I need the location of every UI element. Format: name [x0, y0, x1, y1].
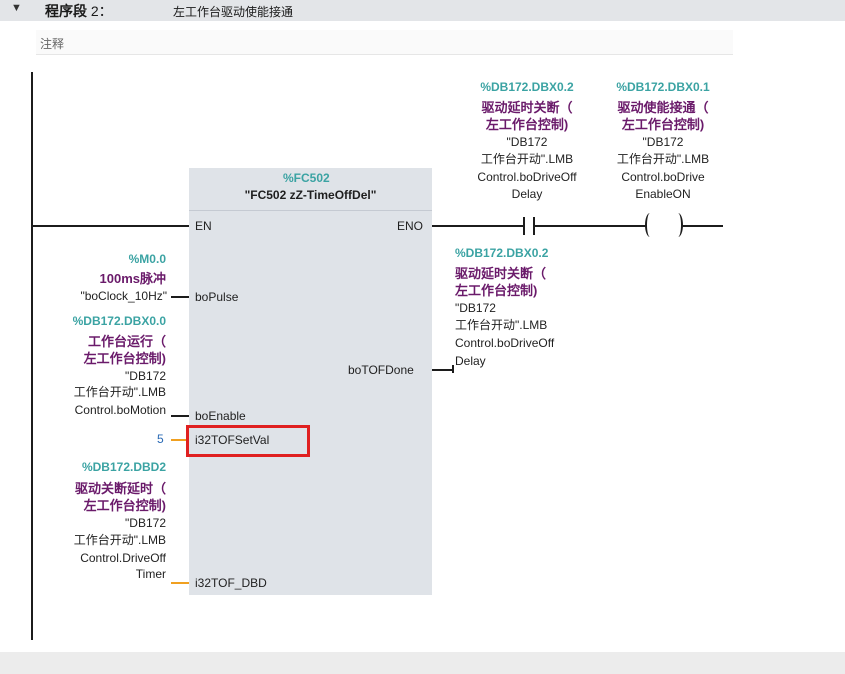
en-wire — [31, 225, 189, 227]
collapse-arrow-icon[interactable]: ▼ — [11, 2, 22, 14]
pin-i32tofsetval: i32TOFSetVal — [195, 433, 270, 447]
pin-bopulse: boPulse — [195, 290, 239, 304]
enable-symbol-3[interactable]: Control.boMotion — [74, 403, 166, 417]
coil-comment-2: 左工作台控制) — [621, 117, 705, 132]
coil-symbol-2[interactable]: 工作台开动".LMB — [616, 152, 710, 166]
enable-comment-2: 左工作台控制) — [83, 351, 166, 366]
done-symbol-2[interactable]: 工作台开动".LMB — [455, 318, 548, 332]
contact-comment-2: 左工作台控制) — [485, 117, 569, 132]
network-title: 程序段 2： — [45, 1, 113, 21]
coil-symbol-3[interactable]: Control.boDrive — [621, 170, 705, 184]
done-symbol-1[interactable]: "DB172 — [455, 301, 496, 315]
setval-constant[interactable]: 5 — [157, 432, 164, 446]
boenable-wire — [171, 415, 189, 417]
pin-i32tof-dbd: i32TOF_DBD — [195, 576, 267, 590]
pulse-comment: 100ms脉冲 — [99, 271, 166, 286]
done-comment-1: 驱动延时关断（ — [455, 266, 547, 281]
contact-coil-wire — [535, 225, 647, 227]
coil-comment-1: 驱动使能接通（ — [617, 100, 709, 115]
setval-wire — [171, 439, 189, 441]
pulse-symbol[interactable]: "boClock_10Hz" — [80, 289, 167, 303]
enable-comment-1: 工作台运行（ — [87, 334, 166, 349]
botofdone-wire — [432, 369, 454, 371]
coil-symbol-1[interactable]: "DB172 — [642, 135, 684, 149]
function-block[interactable] — [189, 168, 432, 595]
dbd-symbol-2[interactable]: 工作台开动".LMB — [73, 533, 166, 547]
dbd-symbol-3[interactable]: Control.DriveOff — [80, 551, 166, 565]
network-number: 2： — [90, 3, 113, 19]
enable-symbol-1[interactable]: "DB172 — [125, 369, 166, 383]
network-label: 程序段 — [45, 3, 87, 19]
coil-address[interactable]: %DB172.DBX0.1 — [616, 80, 710, 94]
pulse-address[interactable]: %M0.0 — [128, 252, 166, 266]
contact-symbol-1[interactable]: "DB172 — [506, 135, 548, 149]
done-address[interactable]: %DB172.DBX0.2 — [455, 246, 549, 260]
contact-symbol-4[interactable]: Delay — [511, 187, 543, 201]
network-header[interactable] — [0, 0, 845, 21]
dbd-comment-1: 驱动关断延时（ — [74, 481, 166, 496]
comment-field[interactable] — [36, 30, 733, 55]
dbd-wire — [171, 582, 189, 584]
eno-wire — [432, 225, 524, 227]
dbd-symbol-1[interactable]: "DB172 — [125, 516, 166, 530]
contact-symbol-3[interactable]: Control.boDriveOff — [477, 170, 577, 184]
power-rail — [31, 72, 33, 640]
block-separator — [189, 210, 432, 211]
contact-address[interactable]: %DB172.DBX0.2 — [480, 80, 574, 94]
block-title: "FC502 zZ-TimeOffDel" — [244, 188, 377, 202]
block-number: %FC502 — [283, 171, 330, 185]
contact-symbol-2[interactable]: 工作台开动".LMB — [480, 152, 574, 166]
dbd-comment-2: 左工作台控制) — [83, 498, 166, 513]
done-comment-2: 左工作台控制) — [455, 283, 538, 298]
dbd-address[interactable]: %DB172.DBD2 — [81, 460, 166, 474]
botofdone-tick — [452, 365, 454, 373]
comment-placeholder[interactable]: 注释 — [40, 37, 65, 51]
coil-symbol-4[interactable]: EnableON — [635, 187, 691, 201]
pin-boenable: boEnable — [195, 409, 246, 423]
enable-symbol-2[interactable]: 工作台开动".LMB — [73, 385, 166, 399]
highlight-box — [186, 425, 310, 457]
dbd-symbol-4[interactable]: Timer — [135, 567, 166, 581]
enable-address[interactable]: %DB172.DBX0.0 — [72, 314, 166, 328]
pin-eno: ENO — [397, 219, 424, 233]
bopulse-wire — [171, 296, 189, 298]
done-symbol-4[interactable]: Delay — [455, 354, 486, 368]
pin-botofdone: boTOFDone — [348, 363, 414, 377]
done-symbol-3[interactable]: Control.boDriveOff — [455, 336, 555, 350]
coil-left[interactable] — [645, 213, 655, 237]
network-description[interactable]: 左工作台驱动使能接通 — [173, 5, 294, 19]
coil-out-wire — [682, 225, 723, 227]
contact-comment-1: 驱动延时关断（ — [481, 100, 573, 115]
network-footer — [0, 652, 845, 674]
no-contact[interactable] — [523, 217, 535, 235]
pin-en: EN — [195, 219, 212, 233]
